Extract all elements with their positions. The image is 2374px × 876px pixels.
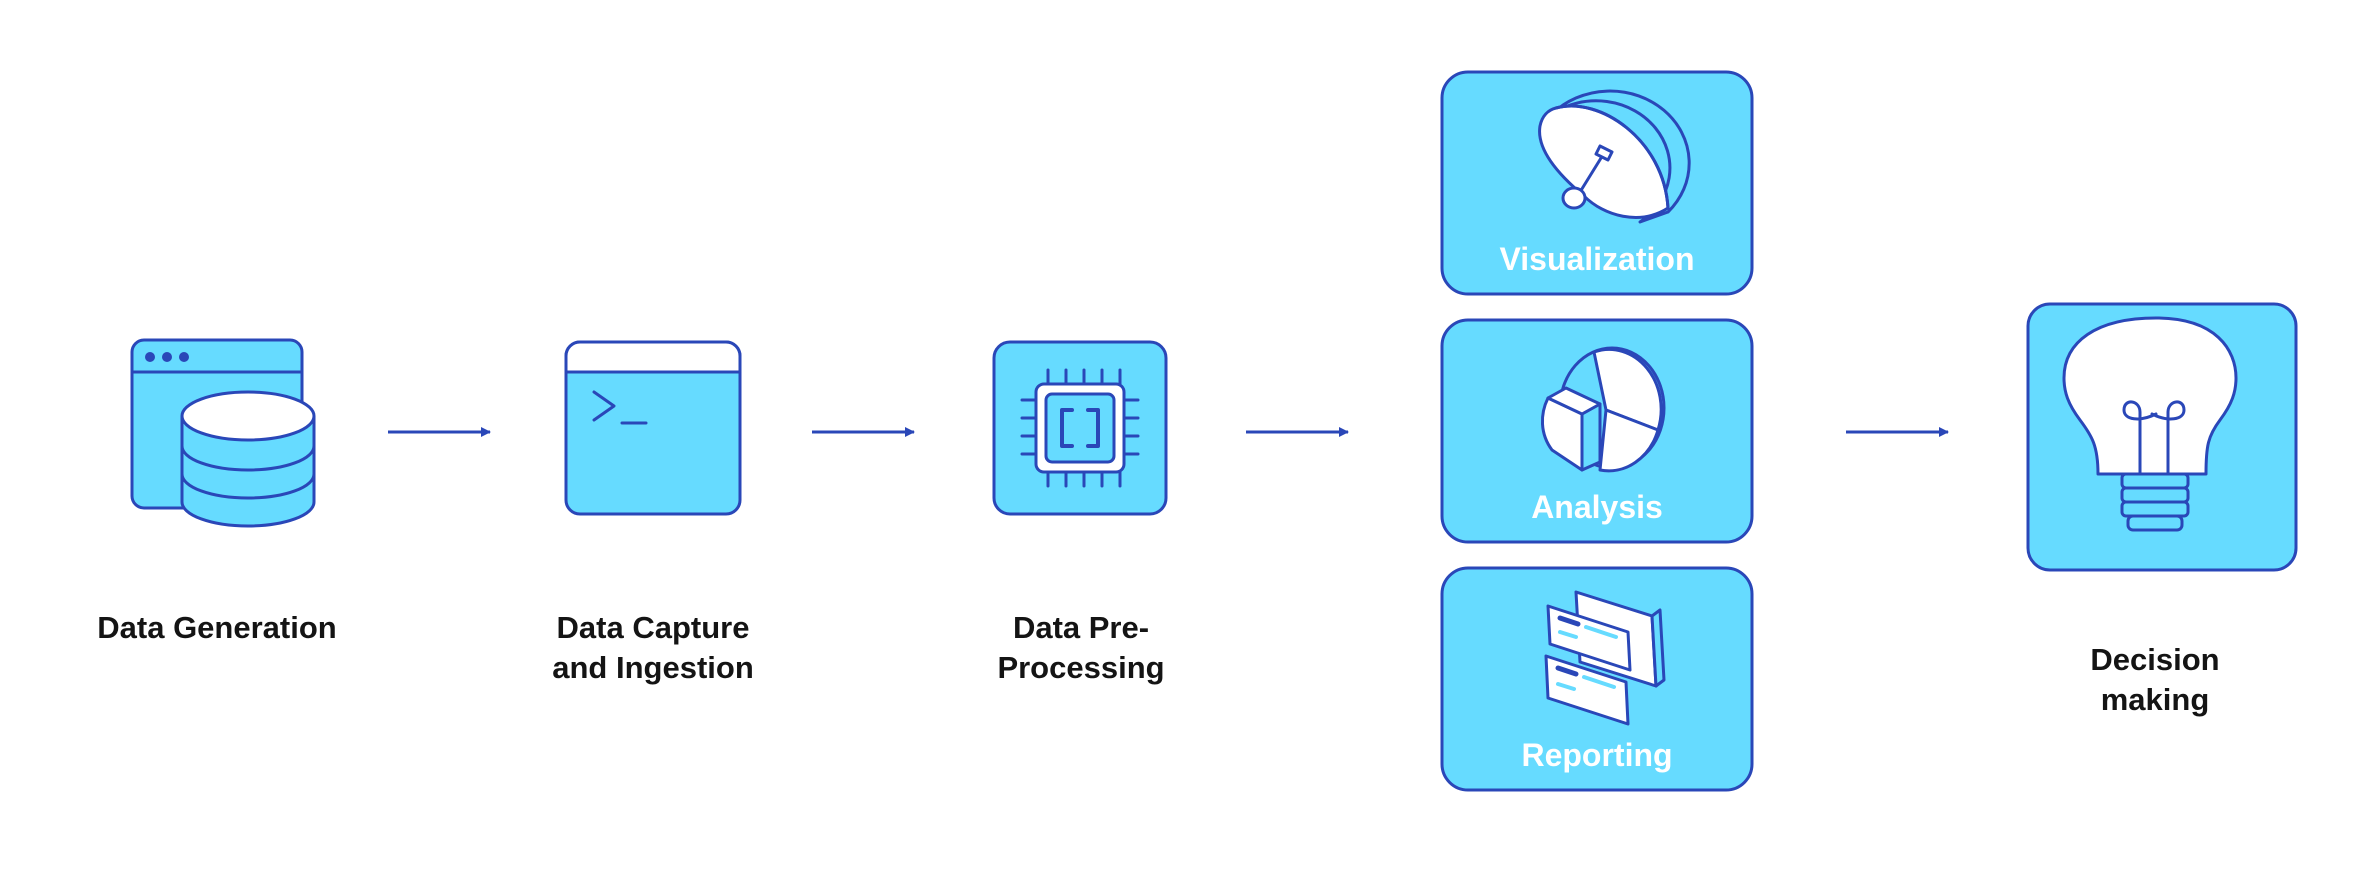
step-label-data-preprocessing: Data Pre- Processing (926, 608, 1236, 688)
step-label-line: making (2100, 682, 2210, 717)
step-label-line: Data Pre- (1012, 610, 1150, 645)
card-title-reporting: Reporting (1521, 737, 1672, 773)
pie-chart-icon (1541, 346, 1666, 473)
processor-chip-icon (992, 340, 1168, 516)
step-label-decision-making: Decision making (2000, 640, 2310, 720)
terminal-window-icon (564, 340, 742, 516)
step-label-data-generation: Data Generation (62, 608, 372, 648)
gauge-icon (1538, 89, 1691, 224)
step-label-line: Data Generation (97, 610, 337, 645)
step-label-line: Decision (2090, 642, 2220, 677)
card-title-analysis: Analysis (1531, 489, 1663, 525)
light-bulb-icon (2026, 302, 2298, 572)
report-documents-icon (1544, 590, 1666, 726)
card-title-visualization: Visualization (1499, 241, 1694, 277)
step-label-line: and Ingestion (552, 650, 754, 685)
database-icon (130, 338, 316, 528)
step-label-data-capture: Data Capture and Ingestion (498, 608, 808, 688)
step-label-line: Processing (997, 650, 1165, 685)
analysis-card: Analysis (1440, 318, 1754, 544)
reporting-card: Reporting (1440, 566, 1754, 792)
visualization-card: Visualization (1440, 70, 1754, 296)
step-label-line: Data Capture (556, 610, 750, 645)
